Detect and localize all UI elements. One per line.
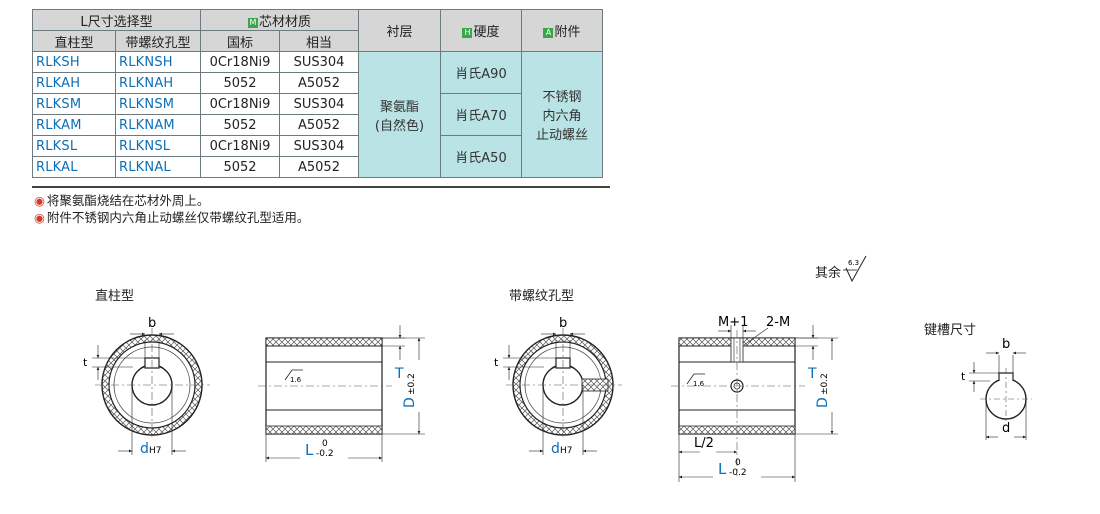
- subheader-straight: 直柱型: [32, 30, 116, 52]
- header-l-size-type: L尺寸选择型: [32, 9, 201, 31]
- svg-text:T: T: [394, 366, 404, 382]
- svg-text:H7: H7: [560, 446, 573, 456]
- svg-text:0: 0: [322, 439, 328, 449]
- title-keyway: 键槽尺寸: [924, 323, 977, 338]
- svg-text:d: d: [551, 441, 560, 457]
- m-badge-icon: M: [247, 17, 258, 28]
- svg-text:L: L: [718, 460, 727, 478]
- straight-side-view: 1.6 T D ±0.2 L 0 -0.2: [258, 325, 425, 462]
- svg-text:2-M: 2-M: [766, 315, 790, 330]
- svg-text:1.6: 1.6: [290, 376, 302, 384]
- title-threaded: 带螺纹孔型: [509, 289, 575, 304]
- threaded-side-view: 1.6 M+1 2-M T D ±0.2 L/2 L 0 -: [671, 315, 838, 482]
- svg-text:0: 0: [735, 458, 741, 468]
- note-mark-icon: ◉: [34, 193, 45, 208]
- roughness-prefix: 其余: [815, 266, 842, 281]
- accessory-cell: 不锈钢内六角止动螺丝: [521, 51, 603, 178]
- a-badge-icon: A: [543, 28, 554, 38]
- h-badge-icon: H: [462, 28, 473, 38]
- straight-end-view: b t d H7: [83, 316, 210, 457]
- svg-text:d: d: [140, 441, 149, 457]
- svg-text:b: b: [1002, 337, 1010, 352]
- note-1: ◉将聚氨酯烧结在芯材外周上。: [34, 193, 210, 208]
- hardness-cell: 肖氏A90: [440, 51, 522, 94]
- straight-code: RLKAL: [32, 156, 116, 178]
- material-equiv: A5052: [279, 114, 359, 136]
- hardness-cell: 肖氏A70: [440, 93, 522, 136]
- header-lining: 衬层: [358, 9, 441, 52]
- lining-cell: 聚氨酯(自然色): [358, 51, 441, 178]
- straight-code: RLKSH: [32, 51, 116, 73]
- threaded-code: RLKNAL: [115, 156, 201, 178]
- title-straight: 直柱型: [95, 289, 135, 304]
- svg-text:1.6: 1.6: [693, 380, 705, 388]
- table-row: RLKSM RLKNSM 0Cr18Ni9 SUS304 肖氏A70: [32, 93, 603, 136]
- keyway-view: b t d: [961, 337, 1032, 440]
- table-row: RLKAM RLKNAM 5052 A5052: [32, 114, 603, 136]
- svg-text:L: L: [305, 441, 314, 459]
- svg-text:b: b: [559, 316, 567, 331]
- svg-text:-0.2: -0.2: [729, 468, 747, 478]
- roughness-symbol-icon: 6.3: [843, 255, 867, 283]
- material-gb: 0Cr18Ni9: [200, 93, 280, 115]
- note-2: ◉附件不锈钢内六角止动螺丝仅带螺纹孔型适用。: [34, 210, 310, 225]
- svg-text:b: b: [148, 316, 156, 331]
- table-bottom-rule: [32, 186, 610, 188]
- svg-text:L/2: L/2: [694, 436, 714, 451]
- svg-text:±0.2: ±0.2: [407, 373, 417, 395]
- note-mark-icon: ◉: [34, 210, 45, 225]
- material-equiv: A5052: [279, 156, 359, 178]
- threaded-end-view: b t d H7: [494, 316, 622, 457]
- material-equiv: SUS304: [279, 93, 359, 115]
- threaded-code: RLKNSL: [115, 135, 201, 157]
- svg-text:6.3: 6.3: [848, 259, 859, 267]
- svg-text:D: D: [815, 397, 831, 408]
- material-gb: 5052: [200, 72, 280, 94]
- svg-text:H7: H7: [149, 446, 162, 456]
- material-gb: 0Cr18Ni9: [200, 135, 280, 157]
- table-row: RLKAL RLKNAL 5052 A5052: [32, 156, 603, 178]
- svg-text:±0.2: ±0.2: [820, 373, 830, 395]
- svg-text:-0.2: -0.2: [316, 449, 334, 459]
- hardness-cell: 肖氏A50: [440, 135, 522, 178]
- material-gb: 5052: [200, 156, 280, 178]
- svg-text:T: T: [807, 366, 817, 382]
- svg-text:t: t: [494, 356, 499, 369]
- subheader-gb: 国标: [200, 30, 280, 52]
- svg-text:t: t: [961, 370, 966, 383]
- svg-text:d: d: [1002, 421, 1010, 436]
- table-row: RLKSH RLKNSH 0Cr18Ni9 SUS304 聚氨酯(自然色) 肖氏…: [32, 51, 603, 178]
- svg-text:M+1: M+1: [718, 315, 748, 330]
- svg-text:D: D: [402, 397, 418, 408]
- svg-text:t: t: [83, 356, 88, 369]
